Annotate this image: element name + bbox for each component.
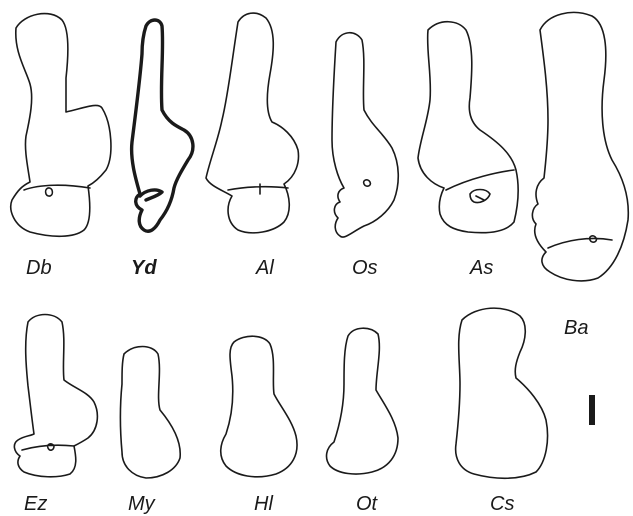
hole-ba [548, 236, 612, 248]
hole-os [364, 180, 371, 186]
mark-al [228, 184, 288, 194]
specimen-as: As [418, 22, 518, 279]
specimen-ot: Ot [327, 328, 398, 515]
outline-ba [532, 12, 628, 280]
label-my: My [128, 493, 156, 515]
outline-cs [456, 308, 548, 478]
specimen-ez: Ez [14, 315, 97, 516]
outline-al [206, 13, 298, 233]
label-os: Os [352, 257, 378, 279]
hole-as [446, 170, 514, 203]
label-as: As [469, 257, 493, 279]
specimen-ba: Ba [532, 12, 628, 339]
label-ba: Ba [564, 317, 588, 339]
specimen-db: Db [11, 14, 111, 279]
outline-os [332, 33, 398, 237]
outline-yd [132, 20, 193, 231]
specimen-my: My [121, 347, 181, 516]
specimen-hl: Hl [221, 336, 297, 515]
outline-hl [221, 336, 297, 477]
label-cs: Cs [490, 493, 514, 515]
outline-ez [14, 315, 97, 477]
outline-as [418, 22, 518, 233]
hole-db [24, 185, 90, 196]
outline-ot [327, 328, 398, 474]
label-ez: Ez [24, 493, 47, 515]
label-al: Al [255, 257, 274, 279]
label-db: Db [26, 257, 52, 279]
specimen-os: Os [332, 33, 398, 279]
label-yd: Yd [131, 257, 157, 279]
specimen-yd: Yd [131, 20, 193, 279]
outline-db [11, 14, 111, 237]
hole-ez [22, 444, 74, 450]
specimen-cs: Cs [456, 308, 548, 515]
label-ot: Ot [356, 493, 379, 515]
outline-my [121, 347, 181, 479]
notch-yd [140, 190, 162, 200]
scale-bar [589, 395, 595, 425]
label-hl: Hl [254, 493, 273, 515]
specimen-al: Al [206, 13, 298, 279]
